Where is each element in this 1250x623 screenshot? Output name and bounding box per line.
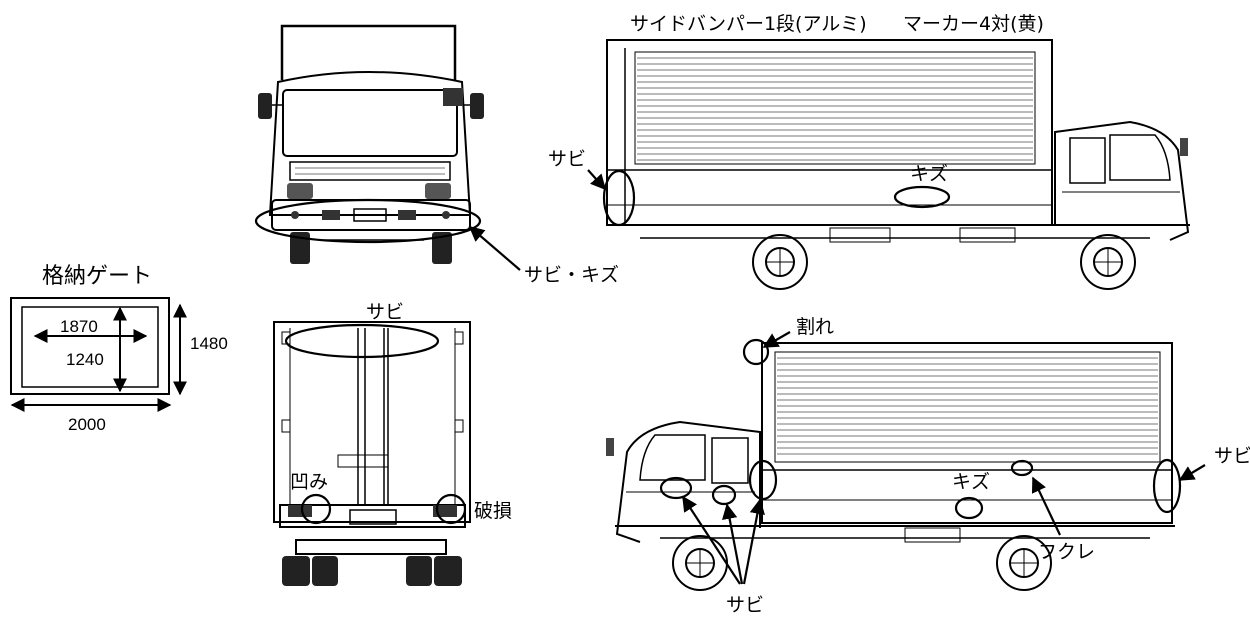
marker-lights-label: マーカー4対(黄) [903,13,1044,35]
cab-rust-arrow-3 [742,498,765,585]
rear-dent-label: 凹み [290,471,328,493]
cab-rust-arrow-1 [682,495,741,585]
right-blister-circle [1010,459,1034,477]
gate-outer-width: 2000 [68,415,106,434]
left-scratch-circle [893,185,951,209]
cab-rust-arrow-2 [722,503,744,585]
left-rear-rust-circle [602,169,636,227]
truck-right-side-view [606,342,1175,591]
left-rust-label: サビ [548,148,586,170]
rear-damage-label: 破損 [474,500,512,522]
gate-title: 格納ゲート [42,264,152,289]
cab-door-rust-circle [659,476,693,500]
right-blister-arrow [1031,476,1061,536]
left-scratch-label: キズ [910,163,948,185]
right-crack-circle [742,338,770,366]
right-crack-label: 割れ [796,316,834,338]
gate-dimension-drawing [10,297,187,412]
truck-rear-view [273,321,471,586]
front-bumper-damage-circle [254,198,482,244]
right-rear-rust-label: サビ [1214,445,1250,467]
cab-rust-label: サビ [726,594,764,616]
rear-top-rust-circle [284,323,440,359]
right-rear-rust-arrow [1178,464,1206,481]
right-blister-label: フクレ [1038,541,1095,563]
right-scratch-circle [954,496,984,520]
side-bumper-label: サイドバンパー1段(アルミ) [630,13,867,35]
truck-left-side-view [606,39,1190,290]
rear-rust-label: サビ [366,301,404,323]
rear-damage-circle [435,493,467,525]
front-bumper-arrow [468,225,521,271]
right-rear-rust-circle [1152,458,1182,514]
cab-step-rust-circle [711,484,737,506]
left-rust-arrow [587,169,607,191]
front-rust-scratch-label: サビ・キズ [524,264,619,286]
truck-front-view [258,24,484,264]
gate-inner-width: 1870 [60,317,98,336]
rear-dent-circle [300,493,332,525]
gate-outer-height: 1480 [190,334,228,353]
right-scratch-label: キズ [952,471,990,493]
right-crack-arrow [762,331,791,348]
gate-inner-height: 1240 [66,350,104,369]
